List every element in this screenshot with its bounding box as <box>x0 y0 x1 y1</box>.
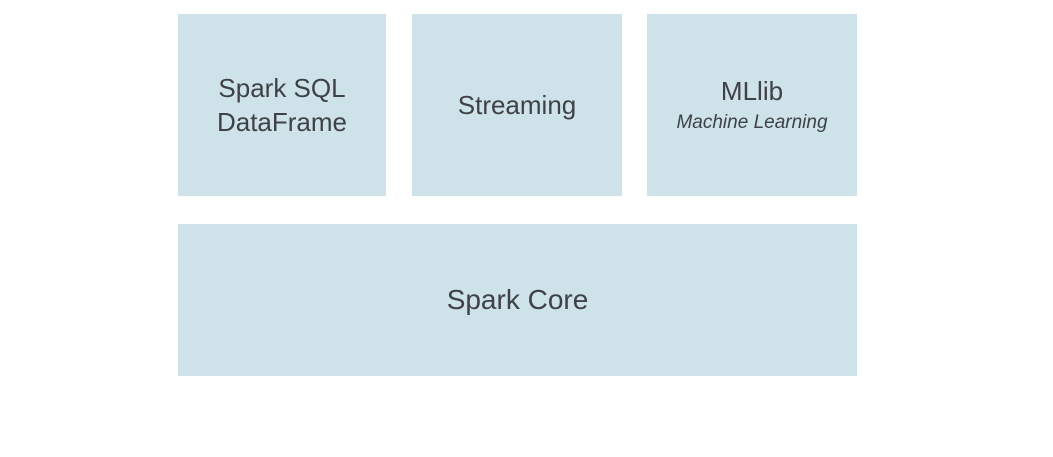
mllib-box: MLlib Machine Learning <box>647 14 857 196</box>
machine-learning-sublabel: Machine Learning <box>676 112 828 133</box>
spark-sql-dataframe-box: Spark SQL DataFrame <box>178 14 386 196</box>
spark-sql-dataframe-label: Spark SQL DataFrame <box>216 73 348 137</box>
spark-core-box: Spark Core <box>178 224 857 376</box>
streaming-label: Streaming <box>457 90 577 120</box>
mllib-label: MLlib <box>720 76 784 106</box>
streaming-box: Streaming <box>412 14 622 196</box>
spark-core-label: Spark Core <box>446 284 589 315</box>
